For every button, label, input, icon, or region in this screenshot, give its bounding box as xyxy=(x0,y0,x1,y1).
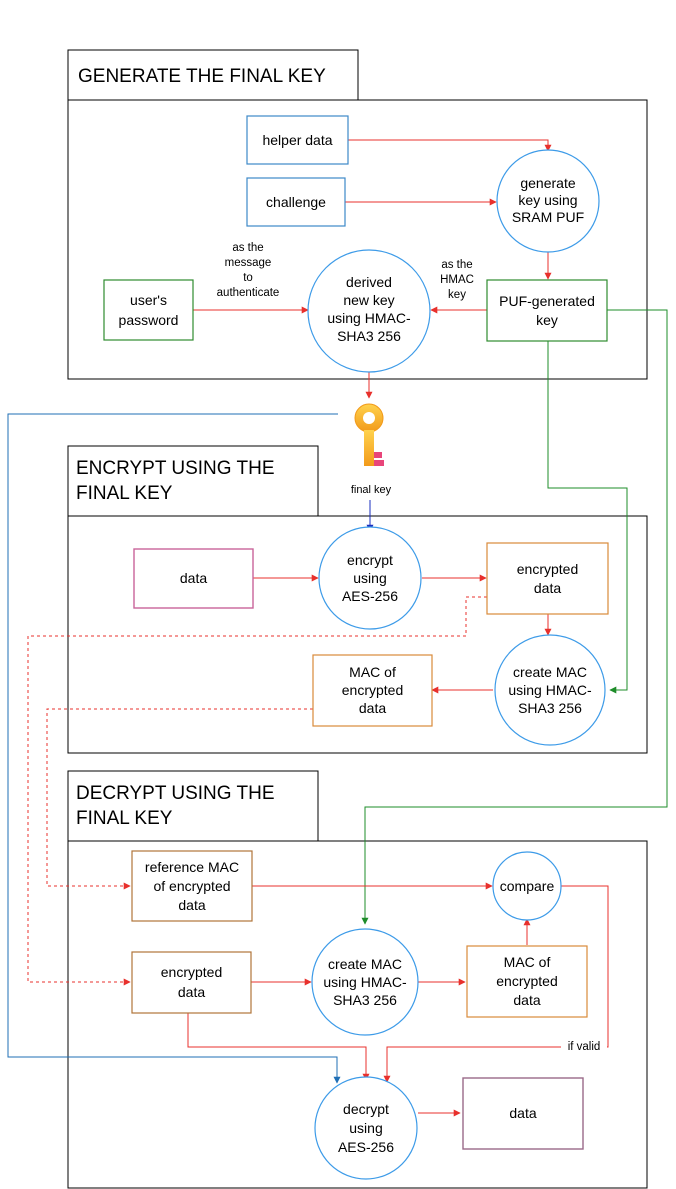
dec-compare-circle: compare xyxy=(492,851,562,921)
decrypt-section-frame xyxy=(67,840,648,1189)
enc-macout-line2: encrypted xyxy=(342,682,403,698)
password-line2: password xyxy=(119,312,179,328)
enc-encrypted-data-box: encrypted data xyxy=(486,542,609,615)
message-edge-label: as the message to authenticate xyxy=(217,242,280,299)
dec-ref-line3: data xyxy=(178,897,205,913)
hmac-label-line1: as the xyxy=(441,259,472,271)
derive-line3: using HMAC- xyxy=(327,310,411,326)
encrypt-line2: using xyxy=(353,570,386,586)
encrypt-circle: encrypt using AES-256 xyxy=(318,526,422,630)
msg-label-line4: authenticate xyxy=(217,287,280,299)
dec-macout-line2: encrypted xyxy=(496,973,557,989)
puf-generate-line2: key using xyxy=(518,192,577,208)
dec-mac-line2: using HMAC- xyxy=(323,974,407,990)
puf-key-line2: key xyxy=(536,312,558,328)
dec-encrypted-data-box: encrypted data xyxy=(131,951,252,1014)
decrypt-line3: AES-256 xyxy=(338,1139,394,1155)
dashed-macout-to-refmac xyxy=(46,708,313,890)
dec-macout-line1: MAC of xyxy=(504,954,551,970)
derive-key-circle: derived new key using HMAC- SHA3 256 xyxy=(307,249,431,373)
derive-line2: new key xyxy=(343,292,394,308)
final-key-label: final key xyxy=(351,484,392,496)
enc-macout-line3: data xyxy=(359,700,386,716)
challenge-box: challenge xyxy=(246,177,346,227)
decrypt-section-title-line2: FINAL KEY xyxy=(76,808,173,829)
if-valid-edge-label: if valid xyxy=(561,1038,607,1053)
if-valid-label: if valid xyxy=(568,1041,601,1053)
enc-data-box: data xyxy=(133,548,254,609)
puf-generate-circle: generate key using SRAM PUF xyxy=(496,149,600,253)
enc-macout-line1: MAC of xyxy=(349,664,396,680)
decrypt-line2: using xyxy=(349,1120,382,1136)
dec-data-box: data xyxy=(462,1077,584,1150)
enc-mac-line1: create MAC xyxy=(513,664,587,680)
msg-label-line3: to xyxy=(243,272,253,284)
helper-data-box: helper data xyxy=(246,115,349,165)
decrypt-section-title-box xyxy=(67,770,319,842)
enc-mac-line2: using HMAC- xyxy=(508,682,592,698)
derive-line1: derived xyxy=(346,274,392,290)
hmac-label-line3: key xyxy=(448,289,466,301)
generate-section-title: GENERATE THE FINAL KEY xyxy=(78,66,326,87)
msg-label-line1: as the xyxy=(232,242,263,254)
dec-mac-output-box: MAC of encrypted data xyxy=(466,945,588,1018)
encrypt-section-title-line1: ENCRYPT USING THE xyxy=(76,458,275,479)
dashed-encdata-to-dec-encdata xyxy=(27,596,487,986)
dec-macout-line3: data xyxy=(513,992,540,1008)
dec-compare-label: compare xyxy=(500,878,555,894)
encrypt-line1: encrypt xyxy=(347,552,393,568)
dec-mac-line3: SHA3 256 xyxy=(333,992,397,1008)
enc-encdata-line2: data xyxy=(534,580,561,596)
puf-generate-line3: SRAM PUF xyxy=(512,209,584,225)
encrypt-section-title-line2: FINAL KEY xyxy=(76,483,173,504)
hmac-edge-label: as the HMAC key xyxy=(440,259,474,301)
puf-key-line1: PUF-generated xyxy=(499,293,595,309)
encrypt-line3: AES-256 xyxy=(342,588,398,604)
arrow-helper-to-pufgen xyxy=(348,139,552,152)
dec-create-mac-circle: create MAC using HMAC- SHA3 256 xyxy=(311,928,419,1036)
dec-encdata-line2: data xyxy=(178,984,205,1000)
challenge-label: challenge xyxy=(266,194,326,210)
dec-ref-line1: reference MAC xyxy=(145,859,239,875)
dec-mac-line1: create MAC xyxy=(328,956,402,972)
dec-encdata-line1: encrypted xyxy=(161,964,222,980)
derive-line4: SHA3 256 xyxy=(337,328,401,344)
green-route-pufkey-to-enc-mac xyxy=(547,341,628,694)
password-box: user's password xyxy=(103,279,194,341)
dec-ref-line2: of encrypted xyxy=(153,878,230,894)
encrypt-section-frame xyxy=(67,515,648,754)
key-icon xyxy=(354,403,384,466)
dec-reference-mac-box: reference MAC of encrypted data xyxy=(131,850,253,922)
arrow-decencdata-to-decrypt xyxy=(187,1013,370,1081)
puf-generate-line1: generate xyxy=(520,175,575,191)
decrypt-circle: decrypt using AES-256 xyxy=(314,1076,418,1180)
enc-create-mac-circle: create MAC using HMAC- SHA3 256 xyxy=(494,634,606,746)
enc-encdata-line1: encrypted xyxy=(517,561,578,577)
enc-data-label: data xyxy=(180,570,207,586)
enc-mac-output-box: MAC of encrypted data xyxy=(312,654,433,727)
msg-label-line2: message xyxy=(225,257,272,269)
puf-key-box: PUF-generated key xyxy=(486,279,608,342)
green-route-pufkey-to-dec-mac xyxy=(361,309,668,925)
helper-data-label: helper data xyxy=(262,132,332,148)
blue-route-key-to-decrypt xyxy=(7,413,341,1084)
encrypt-section-title-box xyxy=(67,445,319,517)
hmac-label-line2: HMAC xyxy=(440,274,474,286)
generate-section-title-box xyxy=(67,49,359,101)
password-line1: user's xyxy=(130,292,167,308)
enc-mac-line3: SHA3 256 xyxy=(518,700,582,716)
dec-data-label: data xyxy=(509,1105,536,1121)
decrypt-section-title-line1: DECRYPT USING THE xyxy=(76,783,275,804)
arrow-compare-to-decrypt xyxy=(383,885,609,1083)
decrypt-line1: decrypt xyxy=(343,1101,389,1117)
